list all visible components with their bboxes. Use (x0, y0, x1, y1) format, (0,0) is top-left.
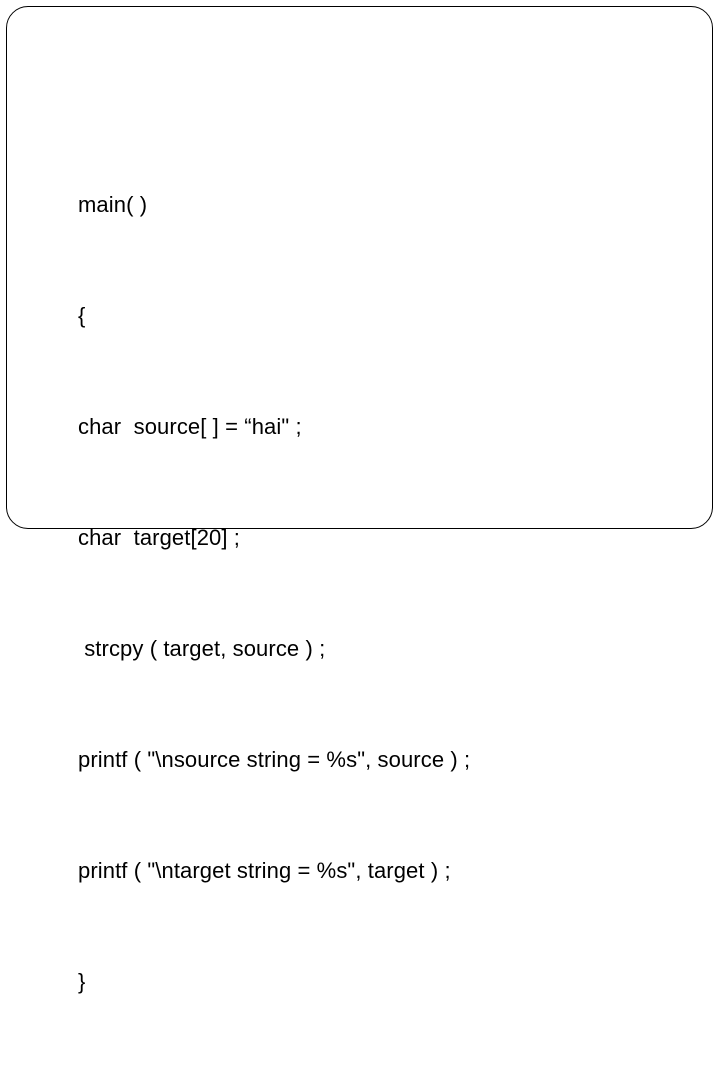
code-listing: main( ) { char source[ ] = “hai" ; char … (78, 112, 658, 1074)
code-line: char source[ ] = “hai" ; (78, 414, 302, 439)
code-line: strcpy ( target, source ) ; (78, 636, 326, 661)
code-line: char target[20] ; (78, 525, 240, 550)
code-line: { (78, 303, 86, 328)
code-line: } (78, 969, 86, 994)
slide-canvas: main( ) { char source[ ] = “hai" ; char … (6, 6, 713, 994)
code-line: main( ) (78, 192, 148, 217)
code-line: printf ( "\ntarget string = %s", target … (78, 858, 451, 883)
code-line: printf ( "\nsource string = %s", source … (78, 747, 471, 772)
